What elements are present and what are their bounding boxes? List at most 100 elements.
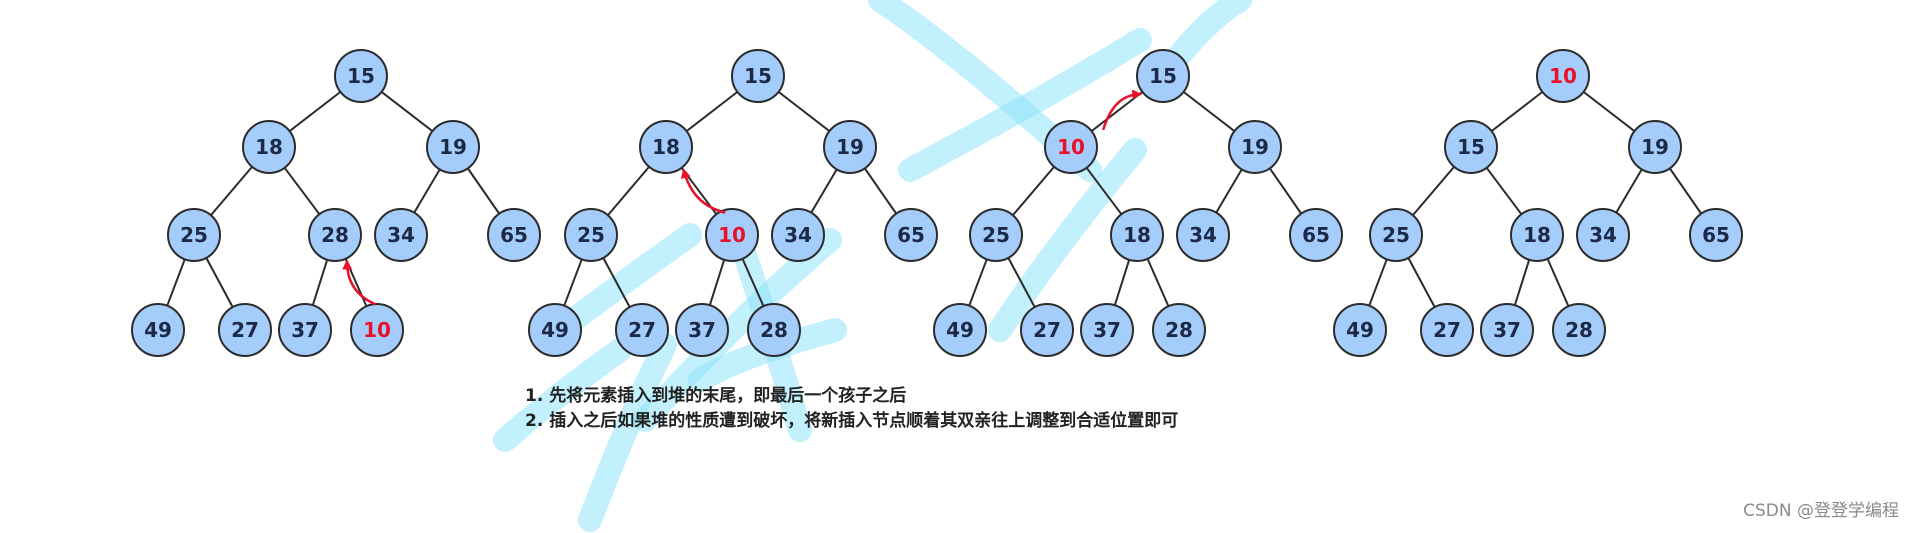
heap-node: 49 (131, 303, 185, 357)
heap-node: 18 (639, 120, 693, 174)
watermark-stroke (633, 228, 842, 432)
heap-node: 65 (487, 208, 541, 262)
node-value: 10 (1057, 135, 1085, 159)
tree-edge (1085, 167, 1123, 215)
watermark-stroke (988, 138, 1147, 342)
tree-edge (1407, 257, 1436, 308)
tree-edge (1368, 258, 1388, 307)
heap-node: 25 (167, 208, 221, 262)
heap-node: 25 (969, 208, 1023, 262)
node-value: 34 (1189, 223, 1217, 247)
node-value: 18 (255, 135, 283, 159)
node-value: 15 (347, 64, 375, 88)
csdn-watermark: CSDN @登登学编程 (1743, 501, 1899, 521)
heap-node: 27 (218, 303, 272, 357)
tree-edge (1182, 91, 1236, 132)
tree-edge (602, 257, 631, 308)
tree-edge (1615, 168, 1643, 214)
node-circle (1333, 303, 1387, 357)
tree-edge (968, 258, 988, 307)
node-value: 65 (897, 223, 925, 247)
tree-edge (288, 91, 342, 132)
node-circle (747, 303, 801, 357)
node-value: 49 (946, 318, 974, 342)
tree-edge (1268, 167, 1303, 215)
note-line-2: 2. 插入之后如果堆的性质遭到破坏，将新插入节点顺着其双亲往上调整到合适位置即可 (525, 411, 1179, 431)
heap-node: 37 (1080, 303, 1134, 357)
tree-edge (1546, 258, 1570, 307)
heaps-layer: 15 18 19 25 28 34 65 49 27 37 10 15 18 19 25 10 34 65 49 27… (131, 49, 1743, 357)
node-circle (771, 208, 825, 262)
sift-up-arrow (1101, 89, 1143, 131)
node-circle (884, 208, 938, 262)
node-value: 65 (1702, 223, 1730, 247)
node-value: 28 (1565, 318, 1593, 342)
node-circle (969, 208, 1023, 262)
heap-node: 65 (884, 208, 938, 262)
tree-edge (708, 259, 726, 306)
node-value: 25 (577, 223, 605, 247)
node-circle (1080, 303, 1134, 357)
node-value: 37 (1493, 318, 1521, 342)
node-circle (487, 208, 541, 262)
node-value: 25 (1382, 223, 1410, 247)
heap-node: 15 (1136, 49, 1190, 103)
node-value: 19 (836, 135, 864, 159)
sift-up-arrow (680, 168, 726, 214)
heap-node: 25 (1369, 208, 1423, 262)
tree-edge (1007, 257, 1036, 308)
node-circle (334, 49, 388, 103)
node-value: 27 (1033, 318, 1061, 342)
node-value: 28 (1165, 318, 1193, 342)
heap-node: 28 (308, 208, 362, 262)
node-value: 34 (1589, 223, 1617, 247)
tree-edge (1412, 166, 1455, 216)
heap-node: 37 (675, 303, 729, 357)
node-value: 15 (1149, 64, 1177, 88)
tree-edge (380, 91, 434, 132)
tree-edge (311, 259, 329, 306)
tree-edge (741, 258, 765, 307)
node-circle (564, 208, 618, 262)
heap-node: 27 (1420, 303, 1474, 357)
node-circle (1289, 208, 1343, 262)
node-value: 49 (541, 318, 569, 342)
heap-node: 15 (731, 49, 785, 103)
node-circle (1510, 208, 1564, 262)
node-circle (1552, 303, 1606, 357)
heap-node: 10 (705, 208, 759, 262)
node-circle (1044, 120, 1098, 174)
node-value: 25 (982, 223, 1010, 247)
heap-node: 49 (528, 303, 582, 357)
node-value: 10 (363, 318, 391, 342)
heap-node: 28 (1552, 303, 1606, 357)
tree-edge (1513, 259, 1531, 306)
heap-node: 10 (1044, 120, 1098, 174)
tree-edge (563, 258, 583, 307)
node-value: 65 (500, 223, 528, 247)
tree-edge (810, 168, 838, 214)
tree-edge (1090, 91, 1144, 132)
node-value: 18 (1123, 223, 1151, 247)
tree-edge (466, 167, 501, 215)
tree-edge (1490, 91, 1544, 132)
node-circle (639, 120, 693, 174)
node-value: 19 (439, 135, 467, 159)
heap-node: 18 (1110, 208, 1164, 262)
heap-node: 65 (1689, 208, 1743, 262)
node-value: 19 (1641, 135, 1669, 159)
tree-edge (1582, 91, 1636, 132)
node-value: 18 (652, 135, 680, 159)
node-circle (374, 208, 428, 262)
node-circle (731, 49, 785, 103)
heap-node: 65 (1289, 208, 1343, 262)
node-circle (1152, 303, 1206, 357)
node-circle (1689, 208, 1743, 262)
node-value: 25 (180, 223, 208, 247)
node-circle (1176, 208, 1230, 262)
heap-node: 15 (334, 49, 388, 103)
node-value: 27 (628, 318, 656, 342)
node-value: 37 (291, 318, 319, 342)
